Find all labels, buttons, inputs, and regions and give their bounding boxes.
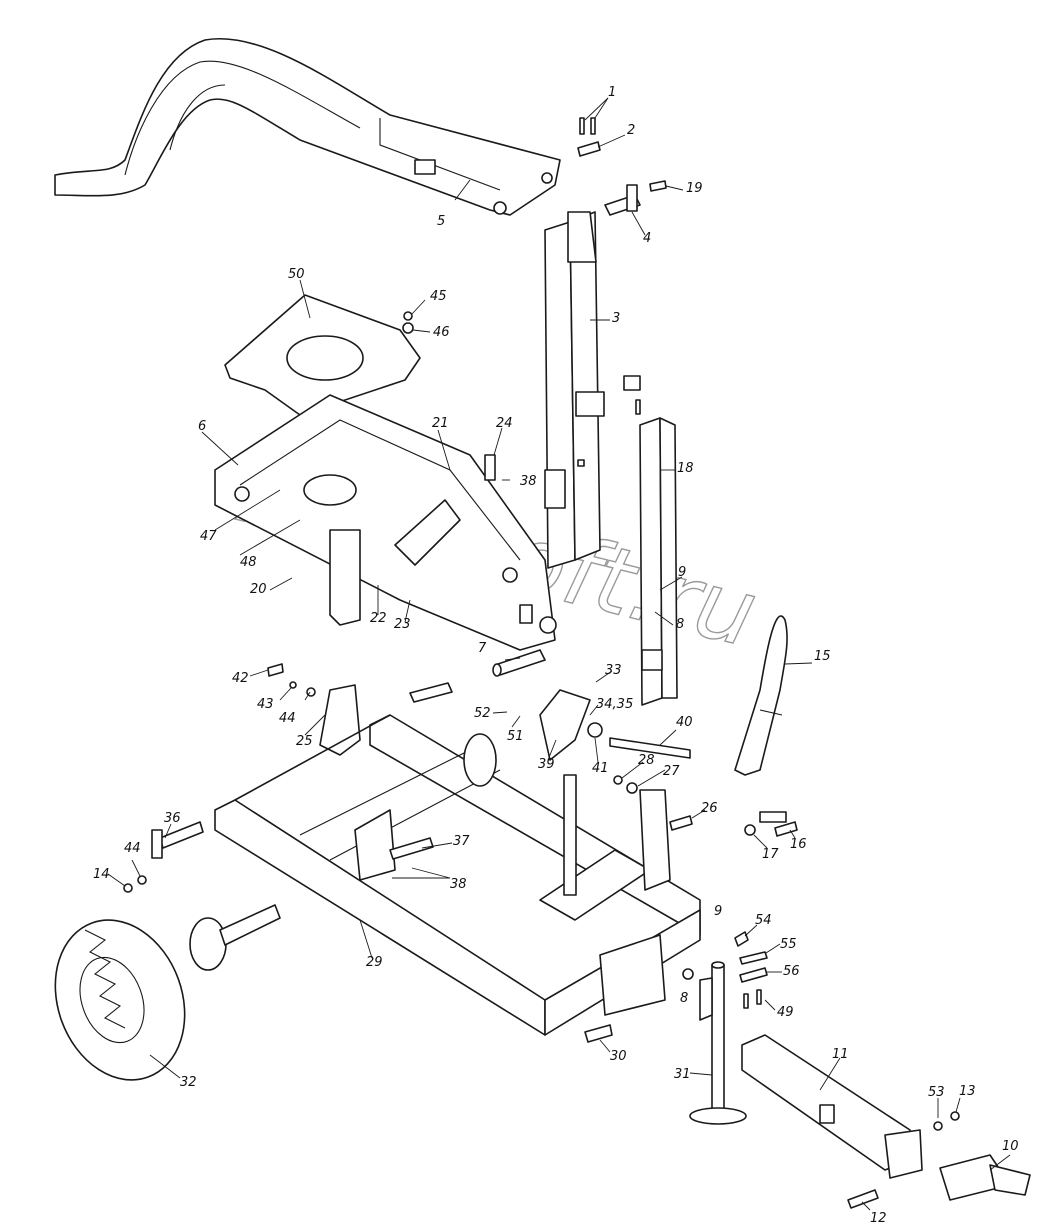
callout-c9b: 9 bbox=[714, 904, 722, 919]
bracket-spring-part bbox=[539, 689, 691, 761]
vertical-post-part bbox=[544, 211, 605, 569]
callout-c27: 27 bbox=[663, 764, 680, 779]
callout-c42: 42 bbox=[232, 671, 249, 686]
callout-c36: 36 bbox=[164, 811, 181, 826]
chassis-frame-part bbox=[214, 714, 701, 1036]
callout-c38a: 38 bbox=[520, 474, 537, 489]
callout-c12: 12 bbox=[870, 1211, 887, 1223]
callout-c25: 25 bbox=[296, 734, 313, 749]
callout-c1: 1 bbox=[608, 85, 616, 100]
callout-c4: 4 bbox=[643, 231, 651, 246]
pins-upper bbox=[577, 117, 667, 216]
tongue-part bbox=[741, 1034, 1031, 1209]
callout-c10: 10 bbox=[1002, 1139, 1019, 1154]
callout-c7: 7 bbox=[478, 641, 487, 656]
platform-frame-part bbox=[214, 394, 557, 651]
second-post-part bbox=[623, 375, 678, 706]
callout-c6: 6 bbox=[198, 419, 206, 434]
small-pins-part bbox=[734, 931, 768, 1009]
callout-c24: 24 bbox=[496, 416, 513, 431]
callout-c55: 55 bbox=[780, 937, 797, 952]
callout-c38b: 38 bbox=[450, 877, 467, 892]
cover-plate-part bbox=[224, 294, 421, 416]
wheel-part bbox=[54, 904, 281, 1081]
callout-c17: 17 bbox=[762, 847, 779, 862]
callout-c16: 16 bbox=[790, 837, 807, 852]
callout-c47: 47 bbox=[200, 529, 217, 544]
callout-c48: 48 bbox=[240, 555, 257, 570]
callout-c45: 45 bbox=[430, 289, 447, 304]
callout-c28: 28 bbox=[638, 753, 655, 768]
callout-c9a: 9 bbox=[678, 565, 686, 580]
long-pin-part bbox=[492, 649, 546, 677]
callout-c39: 39 bbox=[538, 757, 555, 772]
callout-c33: 33 bbox=[605, 663, 622, 678]
callout-c3435: 34,35 bbox=[596, 697, 633, 712]
callout-c3: 3 bbox=[612, 311, 620, 326]
callout-c54: 54 bbox=[755, 913, 772, 928]
callout-c11: 11 bbox=[832, 1047, 849, 1062]
callout-c37: 37 bbox=[453, 834, 470, 849]
callout-c56: 56 bbox=[783, 964, 800, 979]
callout-c18: 18 bbox=[677, 461, 694, 476]
callout-c20: 20 bbox=[250, 582, 267, 597]
callout-c44a: 44 bbox=[279, 711, 296, 726]
upper-drawbar-part bbox=[54, 37, 561, 216]
callout-c29: 29 bbox=[366, 955, 383, 970]
callout-c40: 40 bbox=[676, 715, 693, 730]
callout-c30: 30 bbox=[610, 1049, 627, 1064]
callout-c21: 21 bbox=[432, 416, 449, 431]
callout-c46: 46 bbox=[433, 325, 450, 340]
callout-c52: 52 bbox=[474, 706, 491, 721]
callout-c51: 51 bbox=[507, 729, 524, 744]
side-bracket-part bbox=[267, 663, 453, 756]
callout-c50: 50 bbox=[288, 267, 305, 282]
callout-c2: 2 bbox=[627, 123, 635, 138]
callout-c8b: 8 bbox=[680, 991, 688, 1006]
callout-c23: 23 bbox=[394, 617, 411, 632]
callout-c15: 15 bbox=[814, 649, 831, 664]
callout-c41: 41 bbox=[592, 761, 609, 776]
callout-c22: 22 bbox=[370, 611, 387, 626]
callout-c32: 32 bbox=[180, 1075, 197, 1090]
callout-c5: 5 bbox=[437, 214, 445, 229]
callout-c53: 53 bbox=[928, 1085, 945, 1100]
leader-lines bbox=[107, 97, 1011, 1211]
axle-pins-part bbox=[151, 821, 434, 860]
callout-c31: 31 bbox=[674, 1067, 691, 1082]
fasteners-part bbox=[123, 311, 960, 1131]
jack-stand-part bbox=[689, 961, 747, 1125]
callout-c8a: 8 bbox=[676, 617, 684, 632]
callout-c26: 26 bbox=[701, 801, 718, 816]
callout-c43: 43 bbox=[257, 697, 274, 712]
callout-c13: 13 bbox=[959, 1084, 976, 1099]
callout-c44b: 44 bbox=[124, 841, 141, 856]
callout-c49: 49 bbox=[777, 1005, 794, 1020]
callout-c14: 14 bbox=[93, 867, 110, 882]
callout-c19: 19 bbox=[686, 181, 703, 196]
handle-bar-part bbox=[734, 615, 788, 823]
